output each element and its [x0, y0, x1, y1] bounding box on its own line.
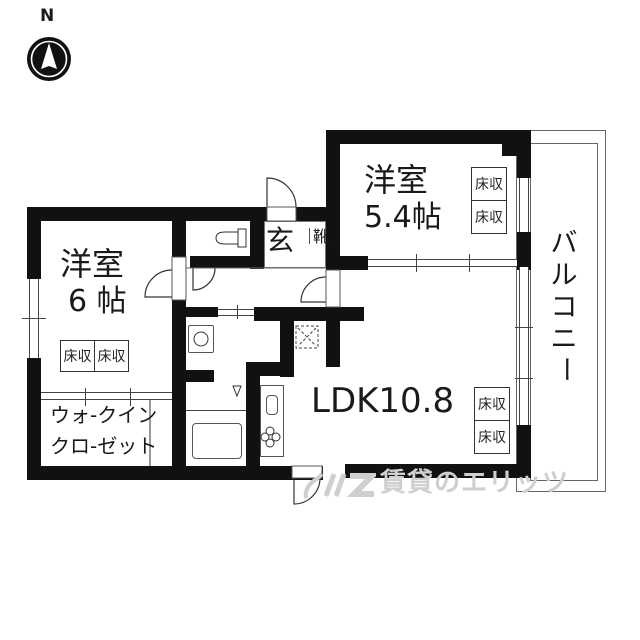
- bedroom1-size: 5.4帖: [364, 200, 442, 235]
- door-mullion: [469, 254, 470, 272]
- wall: [250, 207, 264, 269]
- sliding-door-bedroom1[interactable]: [368, 259, 517, 267]
- walk-in-closet-line1: ウォ-クイン: [50, 403, 158, 427]
- walk-in-closet-line2: クロ-ゼット: [50, 434, 158, 458]
- balcony-inner: [530, 143, 598, 481]
- door-mullion: [416, 254, 417, 272]
- balcony-char: バ: [550, 228, 578, 259]
- floor-storage-ldk: 床収: [474, 387, 510, 421]
- door-mullion: [237, 305, 238, 319]
- wall: [345, 464, 531, 478]
- door-mullion: [85, 388, 86, 406]
- balcony-char: ニ: [550, 324, 578, 355]
- wall: [186, 307, 218, 317]
- floor-storage-bedroom1: 床収: [471, 200, 507, 234]
- wall: [27, 207, 41, 279]
- entrance-label: 玄: [266, 224, 295, 257]
- wall: [190, 256, 264, 268]
- wall: [172, 300, 186, 480]
- bedroom2-type: 洋室: [60, 245, 125, 283]
- wall: [172, 207, 186, 257]
- balcony-label: バ ル コ ニ ー: [544, 228, 584, 383]
- window-mullion: [22, 318, 46, 319]
- compass-north-label: N: [40, 6, 55, 26]
- wall: [326, 130, 340, 270]
- north-arrow-icon: [26, 36, 72, 82]
- wall: [326, 130, 531, 144]
- floor-storage-bedroom2: 床収: [94, 340, 129, 372]
- sliding-door-closet[interactable]: [41, 392, 172, 400]
- wall: [517, 255, 531, 267]
- wall: [280, 307, 294, 377]
- wall: [517, 140, 531, 178]
- balcony-char: ル: [550, 260, 578, 291]
- window-bedroom1-right: [519, 178, 529, 232]
- balcony-char: ー: [549, 356, 580, 383]
- shoe-box-label: 靴: [309, 228, 329, 244]
- wall: [246, 362, 260, 480]
- floor-storage-bedroom1: 床収: [471, 167, 507, 201]
- sliding-door-washroom[interactable]: [218, 309, 254, 316]
- kitchen-counter: [260, 385, 284, 457]
- bathtub: [192, 423, 242, 459]
- window-ldk-right: [519, 267, 529, 425]
- window-mullion: [515, 378, 533, 379]
- eliz-logo-icon: [300, 466, 380, 506]
- entrance-area: [264, 221, 326, 268]
- watermark-text: 賃貸のエリッツ: [380, 468, 570, 498]
- wall: [27, 358, 41, 480]
- bath-divider: [186, 410, 246, 411]
- bedroom1-type: 洋室: [364, 161, 429, 199]
- window-mullion: [515, 327, 533, 328]
- wall: [326, 307, 340, 367]
- sink-icon: [266, 395, 278, 415]
- ldk-label: LDK10.8: [311, 381, 455, 421]
- wall: [517, 425, 531, 470]
- floor-storage-bedroom2: 床収: [60, 340, 95, 372]
- bedroom2-size: 6 帖: [68, 284, 127, 319]
- washbasin: [188, 325, 214, 353]
- floor-storage-ldk: 床収: [474, 420, 510, 454]
- balcony-char: コ: [550, 292, 578, 323]
- door-mullion: [130, 388, 131, 406]
- wall: [186, 370, 214, 382]
- wall: [326, 256, 368, 270]
